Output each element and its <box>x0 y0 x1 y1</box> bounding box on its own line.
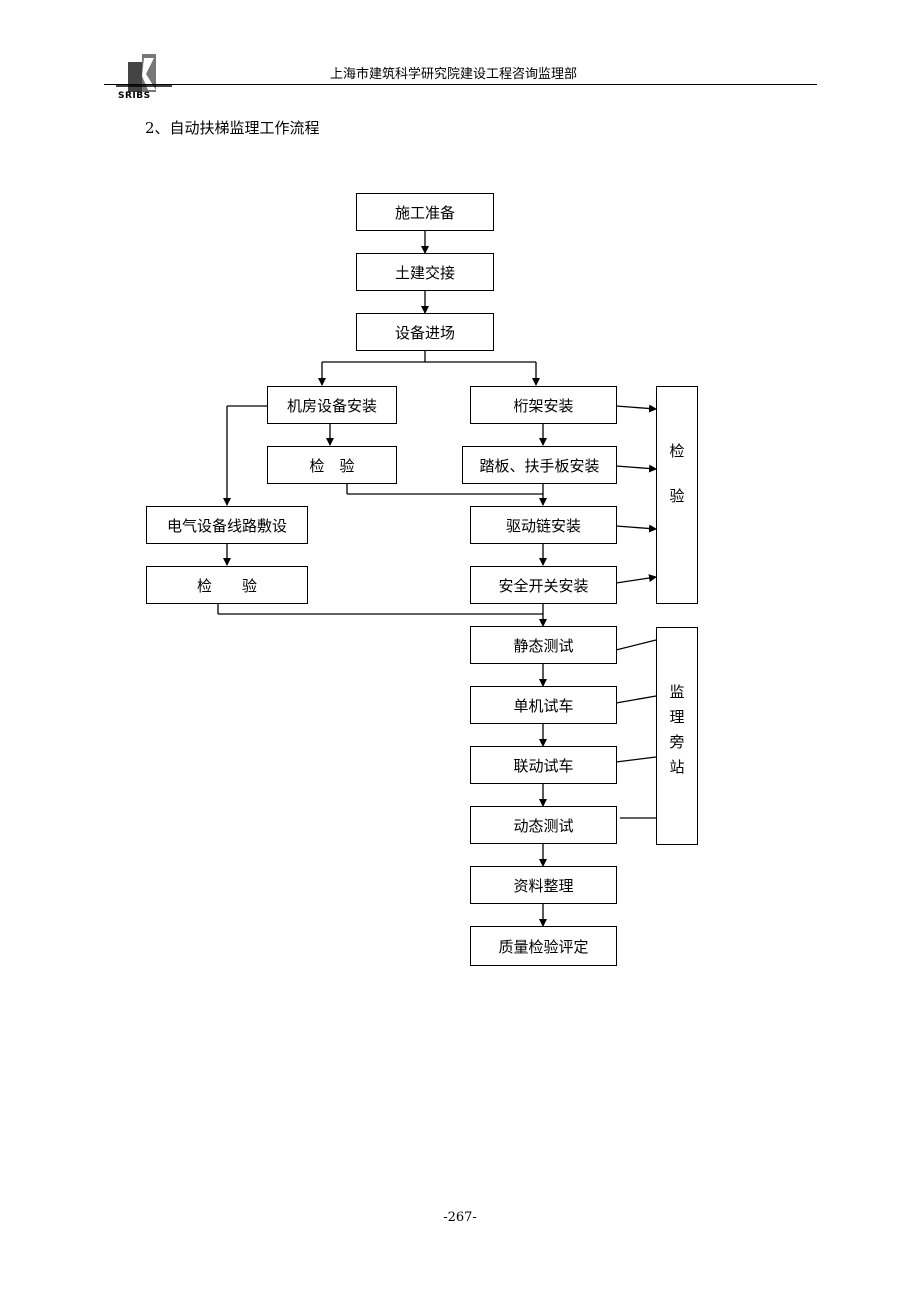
section-title: 2、自动扶梯监理工作流程 <box>145 119 320 137</box>
node-static-test: 静态测试 <box>470 626 617 664</box>
link-linked-supervision <box>615 756 657 763</box>
arrow-safety-inspection <box>615 574 657 584</box>
node-dynamic-test: 动态测试 <box>470 806 617 844</box>
node-electrical-inspection: 检 验 <box>146 566 308 604</box>
node-construction-prep: 施工准备 <box>356 193 494 231</box>
link-single-supervision <box>615 695 657 704</box>
node-machine-room-install: 机房设备安装 <box>267 386 397 424</box>
node-single-trial: 单机试车 <box>470 686 617 724</box>
arrow-pedal-inspection <box>615 464 657 473</box>
organization-name: 上海市建筑科学研究院建设工程咨询监理部 <box>330 67 578 82</box>
node-safety-switch-install: 安全开关安装 <box>470 566 617 604</box>
side-inspection: 检验 <box>656 386 698 604</box>
node-data-organization: 资料整理 <box>470 866 617 904</box>
node-electrical-wiring: 电气设备线路敷设 <box>146 506 308 544</box>
page-number: -267- <box>443 1210 477 1225</box>
node-drive-chain-install: 驱动链安装 <box>470 506 617 544</box>
node-pedal-handrail-install: 踏板、扶手板安装 <box>462 446 617 484</box>
node-civil-handover: 土建交接 <box>356 253 494 291</box>
side-supervision: 监理旁站 <box>656 627 698 845</box>
arrow-drive-inspection <box>615 524 657 533</box>
logo-text: SRIBS <box>118 91 151 101</box>
header-rule <box>104 84 817 85</box>
node-truss-install: 桁架安装 <box>470 386 617 424</box>
node-equipment-arrival: 设备进场 <box>356 313 494 351</box>
side-supervision-label: 监理旁站 <box>667 684 686 784</box>
link-static-supervision <box>615 639 657 651</box>
arrow-truss-inspection <box>615 404 657 413</box>
node-quality-evaluation: 质量检验评定 <box>470 926 617 966</box>
node-linked-trial: 联动试车 <box>470 746 617 784</box>
side-inspection-label: 检验 <box>667 443 686 533</box>
node-machine-inspection: 检 验 <box>267 446 397 484</box>
